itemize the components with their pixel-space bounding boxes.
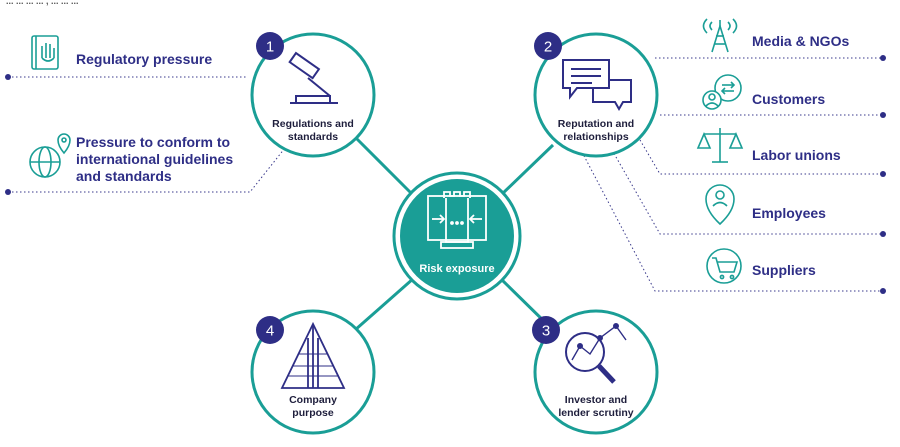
node-label-line1: Investor and — [565, 394, 627, 406]
connector-4 — [354, 276, 415, 332]
node-label-line2: relationships — [563, 131, 629, 143]
left-item-label: Regulatory pressure — [76, 51, 212, 67]
left-item-label-line2: international guidelines — [76, 151, 233, 167]
top-fragment-text: ... ... ... ... , ... ... ... — [6, 0, 79, 6]
pyramid-arrow-icon — [280, 321, 346, 389]
castle-rook-icon — [427, 191, 487, 249]
connector-2 — [498, 143, 555, 198]
node-ring — [533, 309, 659, 435]
node-label-line1: Regulations and — [272, 118, 354, 130]
right-item-label: Suppliers — [752, 262, 816, 278]
left-item-label-line1: Pressure to conform to — [76, 134, 230, 150]
number-badge-text: 2 — [544, 39, 552, 56]
leader-left-2 — [8, 147, 286, 193]
node-company-purpose: Company purpose 4 — [250, 309, 376, 435]
right-item-labor-unions: Labor unions — [696, 128, 841, 163]
magnifier-chart-icon — [565, 323, 627, 384]
gavel-icon — [288, 51, 338, 104]
leader-lines — [8, 57, 883, 292]
employee-pin-icon — [705, 184, 735, 226]
connectors — [353, 135, 555, 332]
scales-icon — [696, 128, 744, 163]
left-item-regulatory-pressure: Regulatory pressure — [31, 35, 212, 70]
number-badge — [532, 316, 560, 344]
number-badge-text: 1 — [266, 39, 274, 56]
right-item-employees: Employees — [705, 184, 826, 226]
speech-bubbles-icon — [562, 59, 632, 112]
left-item-label-line3: and standards — [76, 168, 172, 184]
leader-right-4 — [611, 149, 883, 235]
node-label-line1: Reputation and — [558, 118, 634, 130]
shopping-cart-icon — [706, 248, 742, 284]
right-item-suppliers: Suppliers — [706, 248, 816, 284]
leader-right-5 — [581, 151, 883, 292]
number-badge-text: 3 — [542, 323, 550, 340]
node-reputation: Reputation and relationships 2 — [533, 32, 659, 158]
left-item-international-guidelines: Pressure to conform to international gui… — [29, 133, 233, 184]
center-label: Risk exposure — [419, 263, 494, 275]
right-item-label: Media & NGOs — [752, 33, 849, 49]
number-badge — [256, 32, 284, 60]
number-badge — [256, 316, 284, 344]
leader-right-3 — [639, 139, 883, 175]
node-investor: Investor and lender scrutiny 3 — [532, 309, 659, 435]
connector-1 — [353, 135, 416, 198]
hand-book-icon — [31, 35, 59, 70]
customer-exchange-icon — [702, 74, 742, 110]
leader-dots — [5, 55, 886, 294]
node-label-line1: Company — [289, 394, 337, 406]
right-item-label: Employees — [752, 205, 826, 221]
broadcast-tower-icon — [702, 18, 738, 53]
center-risk-exposure: Risk exposure — [392, 171, 522, 301]
number-badge — [534, 32, 562, 60]
node-regulations: Regulations and standards 1 — [250, 32, 376, 158]
right-item-label: Customers — [752, 91, 825, 107]
node-label-line2: purpose — [292, 407, 334, 419]
globe-pin-icon — [29, 133, 71, 178]
right-item-label: Labor unions — [752, 147, 841, 163]
node-label-line2: lender scrutiny — [558, 407, 633, 419]
right-item-customers: Customers — [702, 74, 825, 110]
right-item-media: Media & NGOs — [702, 18, 849, 53]
node-label-line2: standards — [288, 131, 338, 143]
number-badge-text: 4 — [266, 323, 274, 340]
